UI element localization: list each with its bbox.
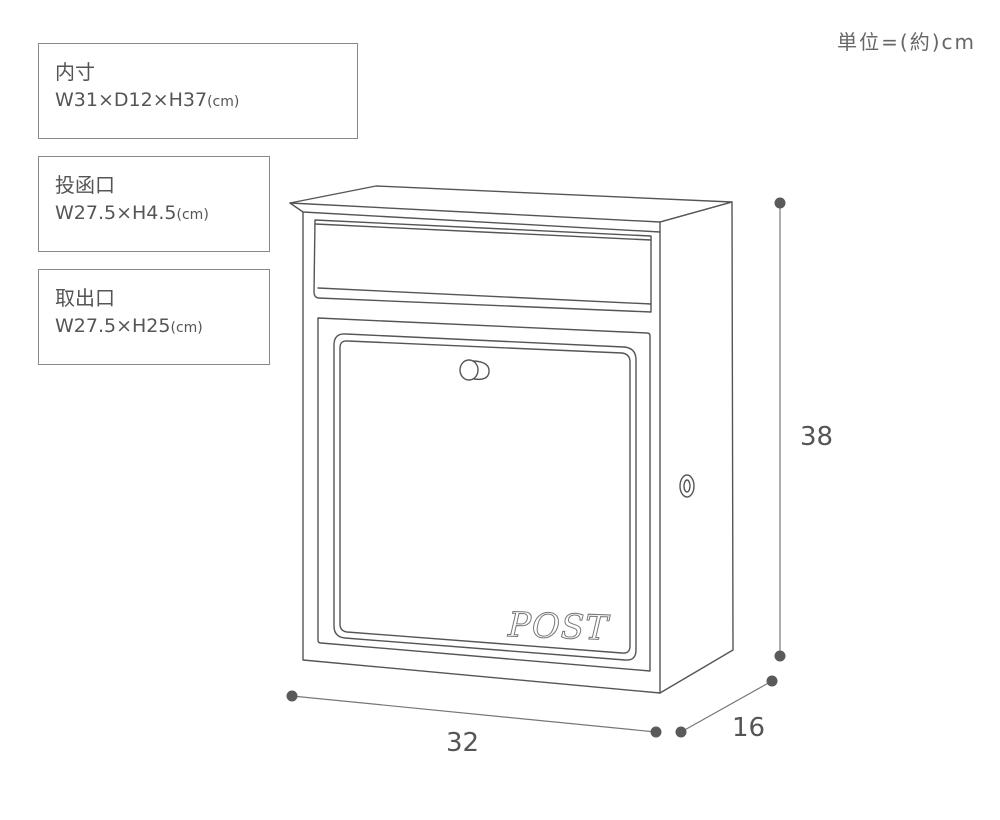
- mail-slot-value: W27.5×H4.5(cm): [55, 199, 269, 229]
- takeout-opening-unit: (cm): [170, 320, 203, 336]
- height-dimension-bottom-dot: [774, 650, 786, 662]
- mailbox-body-front: [302, 211, 661, 694]
- takeout-opening-numbers: W27.5×H25: [55, 315, 171, 337]
- unit-note: 単位=(約)cm: [837, 30, 976, 54]
- mail-slot-unit: (cm): [176, 207, 209, 223]
- height-dimension-label: 38: [800, 422, 834, 452]
- width-dimension-label: 32: [446, 728, 480, 758]
- depth-dimension-end-dot: [766, 675, 778, 687]
- mail-slot-box: 投函口 W27.5×H4.5(cm): [38, 156, 270, 252]
- door-panel-inner: [339, 340, 631, 654]
- inner-dimensions-value: W31×D12×H37(cm): [55, 86, 357, 116]
- mail-slot-title: 投函口: [55, 173, 115, 197]
- mailbox-body-side: [659, 201, 734, 694]
- side-lock-keyhole: [683, 479, 691, 493]
- inner-dimensions-unit: (cm): [207, 94, 240, 110]
- mail-slot-numbers: W27.5×H4.5: [55, 202, 177, 224]
- door-knob: [459, 359, 479, 381]
- depth-dimension-label: 16: [732, 713, 766, 743]
- width-dimension-end-dot: [650, 726, 662, 738]
- mail-slot-flap-bottom-edge: [317, 287, 652, 305]
- door-panel: [333, 333, 637, 661]
- inner-dimensions-numbers: W31×D12×H37: [55, 89, 208, 111]
- takeout-opening-box: 取出口 W27.5×H25(cm): [38, 269, 270, 365]
- width-dimension-line: [291, 695, 657, 733]
- takeout-opening-value: W27.5×H25(cm): [55, 312, 269, 342]
- inner-dimensions-title: 内寸: [55, 60, 95, 84]
- mail-slot-flap: [313, 219, 652, 313]
- depth-dimension-start-dot: [675, 726, 687, 738]
- width-dimension-start-dot: [286, 690, 298, 702]
- height-dimension-top-dot: [774, 197, 786, 209]
- mailbox-lid-top: [289, 185, 733, 223]
- depth-dimension-line: [680, 680, 773, 733]
- door-knob-stem: [473, 360, 490, 381]
- side-lock: [679, 474, 695, 498]
- mail-slot-flap-top-edge: [314, 223, 652, 241]
- mailbox-lid-front: [289, 202, 661, 233]
- inner-dimensions-box: 内寸 W31×D12×H37(cm): [38, 43, 358, 139]
- takeout-opening-title: 取出口: [55, 286, 115, 310]
- door-frame: [317, 317, 651, 672]
- door-post-lettering: POST: [506, 605, 610, 649]
